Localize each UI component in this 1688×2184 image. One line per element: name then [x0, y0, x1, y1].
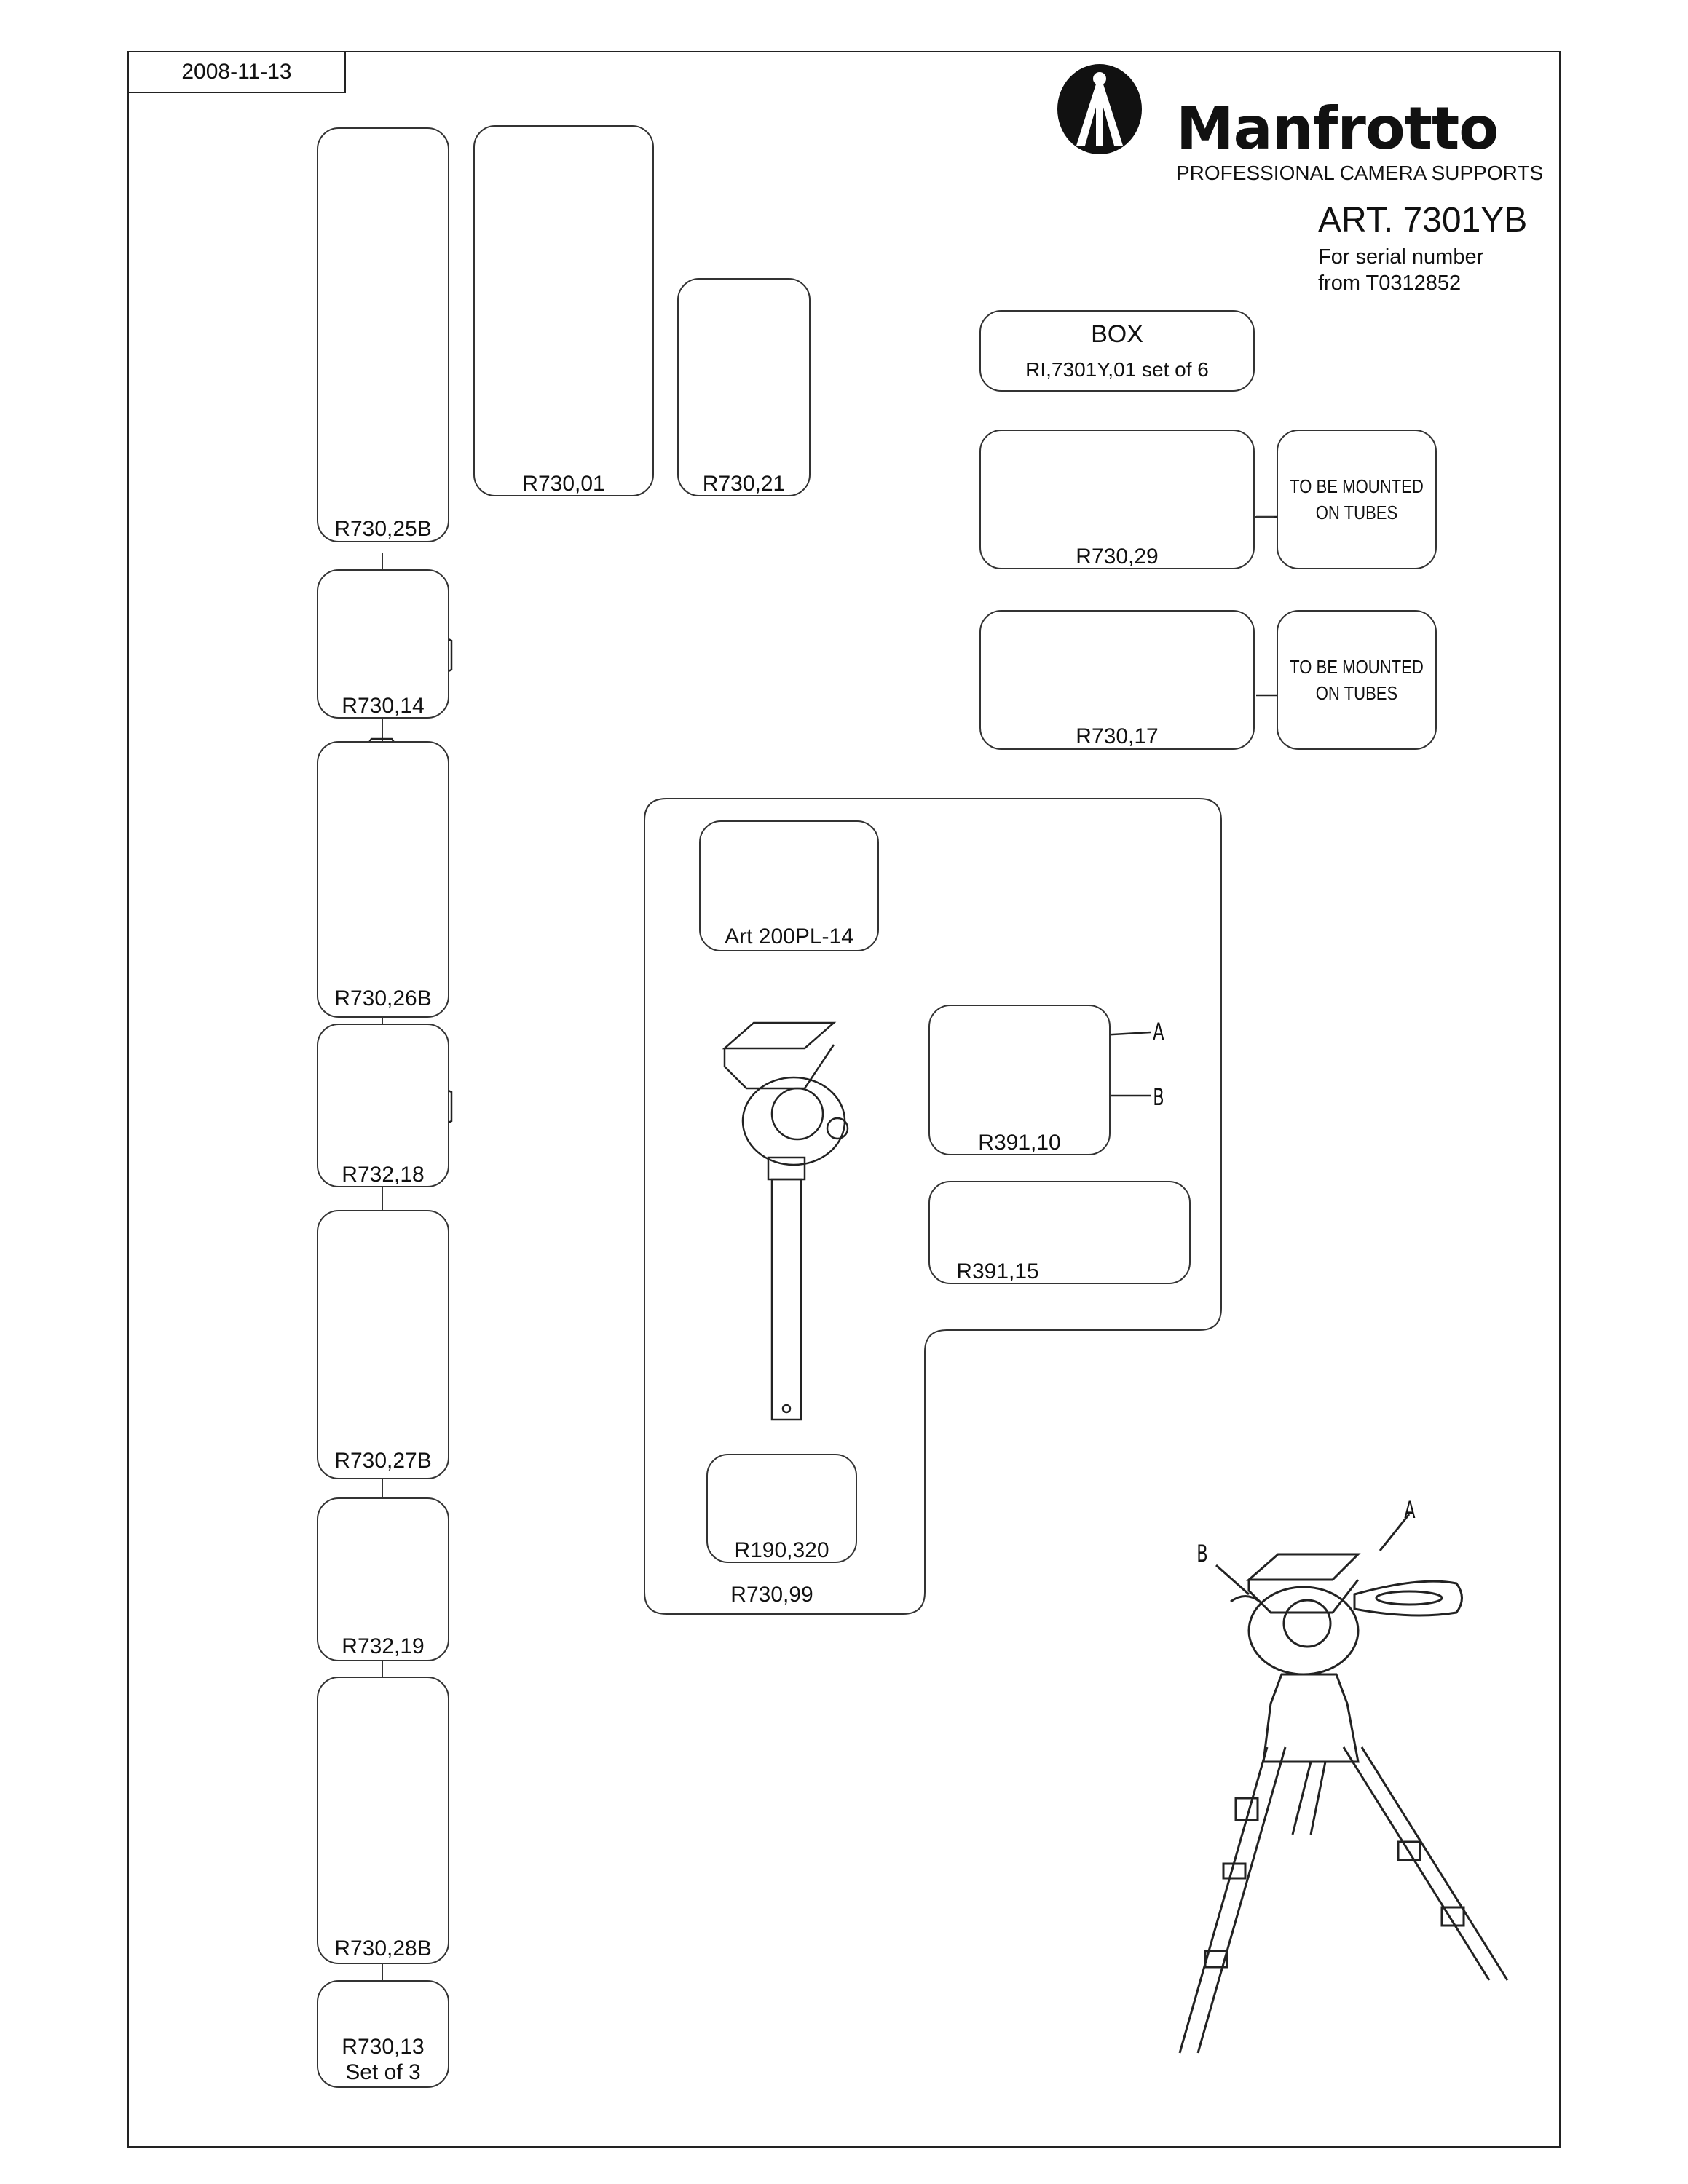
part-label-r730-01: R730,01	[522, 472, 605, 496]
serial-note: For serial number from T0312852	[1318, 244, 1483, 296]
part-box-r730-28b	[317, 1677, 449, 1964]
part-box-r391-15	[928, 1181, 1191, 1284]
serial-line-2: from T0312852	[1318, 272, 1462, 295]
box-code: RI,7301Y,01 set of 6	[1025, 358, 1209, 381]
page-frame	[127, 51, 1561, 2148]
callout-b-tripod: B	[1196, 1540, 1208, 1567]
part-box-r730-17	[979, 610, 1255, 750]
mount-note-2-line1: TO BE MOUNTED	[1290, 656, 1424, 678]
part-label-r730-29: R730,29	[1076, 545, 1159, 569]
part-box-r730-13	[317, 1980, 449, 2088]
part-label-r732-18: R732,18	[342, 1163, 425, 1187]
brand-name: Manfrotto	[1176, 95, 1499, 162]
part-box-r391-10	[928, 1005, 1111, 1155]
date-stamp: 2008-11-13	[127, 51, 346, 93]
part-label-r391-15: R391,15	[956, 1259, 1039, 1283]
part-box-r730-14	[317, 569, 449, 719]
brand-tagline: PROFESSIONAL CAMERA SUPPORTS	[1176, 162, 1544, 184]
part-label-r730-25b: R730,25B	[334, 517, 432, 541]
part-label-r730-27b: R730,27B	[334, 1449, 432, 1473]
callout-a-tripod: A	[1404, 1496, 1416, 1524]
part-label-r730-13-line1: R730,13	[342, 2035, 425, 2059]
part-box-r732-18	[317, 1024, 449, 1187]
mount-note-2-line2: ON TUBES	[1315, 682, 1398, 704]
box-title: BOX	[1091, 320, 1143, 348]
part-label-r730-28b: R730,28B	[334, 1936, 432, 1961]
box-panel	[979, 310, 1255, 392]
part-label-r732-19: R732,19	[342, 1634, 425, 1658]
part-box-r730-27b	[317, 1210, 449, 1479]
part-label-r730-26b: R730,26B	[334, 986, 432, 1010]
part-box-200pl-14	[699, 820, 879, 951]
part-box-r732-19	[317, 1497, 449, 1661]
part-box-r190-320	[706, 1454, 857, 1563]
part-box-r730-29	[979, 430, 1255, 569]
callout-b-knob: B	[1153, 1083, 1164, 1111]
article-number: ART. 7301YB	[1318, 201, 1528, 240]
part-box-r730-01	[473, 125, 654, 496]
mount-note-1-line2: ON TUBES	[1315, 502, 1398, 523]
part-label-r730-99: R730,99	[730, 1583, 813, 1607]
part-box-r730-26b	[317, 741, 449, 1018]
part-label-r730-14: R730,14	[342, 694, 425, 718]
part-label-r730-17: R730,17	[1076, 724, 1159, 748]
mount-note-2	[1277, 610, 1437, 750]
mount-note-1	[1277, 430, 1437, 569]
part-label-r730-21: R730,21	[702, 472, 786, 496]
part-label-200pl-14: Art 200PL-14	[725, 925, 853, 949]
part-label-r391-10: R391,10	[978, 1131, 1061, 1155]
part-box-r730-21	[677, 278, 811, 496]
callout-a-knob: A	[1153, 1018, 1164, 1045]
part-label-r190-320: R190,320	[734, 1538, 829, 1562]
serial-line-1: For serial number	[1318, 245, 1484, 269]
part-label-r730-13-line2: Set of 3	[345, 2060, 421, 2084]
part-box-r730-25b	[317, 127, 449, 542]
mount-note-1-line1: TO BE MOUNTED	[1290, 475, 1424, 497]
